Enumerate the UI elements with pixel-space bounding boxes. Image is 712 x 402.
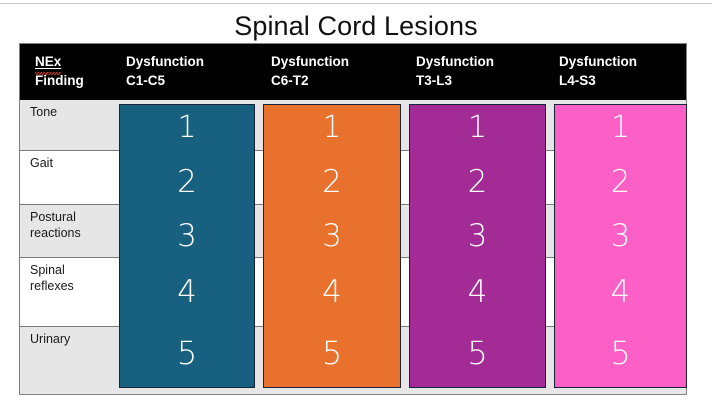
column-header-finding-label: Finding — [35, 73, 84, 88]
severity-number: 3 — [467, 218, 488, 254]
severity-number: 1 — [610, 110, 631, 145]
row-label: Tone — [30, 105, 58, 119]
severity-number: 5 — [176, 334, 198, 372]
severity-number: 4 — [467, 274, 488, 310]
column-header-nex-label: NEx — [35, 54, 62, 75]
column-header-c6-t2-line2: C6-T2 — [271, 73, 309, 88]
severity-number: 2 — [322, 164, 342, 200]
severity-number: 3 — [610, 218, 631, 254]
severity-number: 4 — [177, 274, 197, 310]
severity-number: 5 — [610, 334, 631, 372]
page-top-rule — [0, 3, 712, 4]
column-header-c1-c5-line2: C1-C5 — [126, 73, 166, 88]
severity-number: 4 — [322, 274, 342, 310]
dysfunction-color-blocks: 1 2 3 4 5 1 2 3 4 5 1 2 3 4 5 1 2 3 4 5 — [20, 100, 687, 394]
severity-number: 3 — [177, 218, 197, 254]
column-header-t3-l3-line2: T3-L3 — [416, 73, 453, 88]
dysfunction-block-t3-l3[interactable]: 1 2 3 4 5 — [409, 104, 546, 388]
severity-number: 1 — [322, 110, 342, 145]
severity-number: 3 — [322, 218, 342, 254]
dysfunction-block-c6-t2[interactable]: 1 2 3 4 5 — [263, 104, 401, 388]
dysfunction-block-l4-s3[interactable]: 1 2 3 4 5 — [554, 104, 687, 388]
severity-number: 2 — [177, 164, 197, 200]
severity-number: 4 — [610, 274, 631, 310]
row-label: Postural reactions — [30, 210, 81, 240]
column-header-c1-c5-line1: Dysfunction — [126, 54, 205, 69]
page-title: Spinal Cord Lesions — [234, 11, 478, 41]
severity-number: 2 — [467, 164, 488, 200]
severity-number: 2 — [610, 164, 631, 200]
severity-number: 5 — [321, 334, 343, 372]
severity-number: 1 — [467, 110, 488, 145]
column-header-l4-s3-line2: L4-S3 — [559, 73, 596, 88]
row-label: Spinal reflexes — [30, 263, 74, 293]
column-header-t3-l3-line1: Dysfunction — [416, 54, 495, 69]
row-label: Urinary — [30, 332, 71, 346]
severity-number: 5 — [467, 334, 488, 372]
severity-number: 1 — [177, 110, 197, 145]
column-header-l4-s3-line1: Dysfunction — [559, 54, 638, 69]
dysfunction-block-c1-c5[interactable]: 1 2 3 4 5 — [119, 104, 255, 388]
column-header-c6-t2-line1: Dysfunction — [271, 54, 350, 69]
row-label: Gait — [30, 156, 53, 170]
